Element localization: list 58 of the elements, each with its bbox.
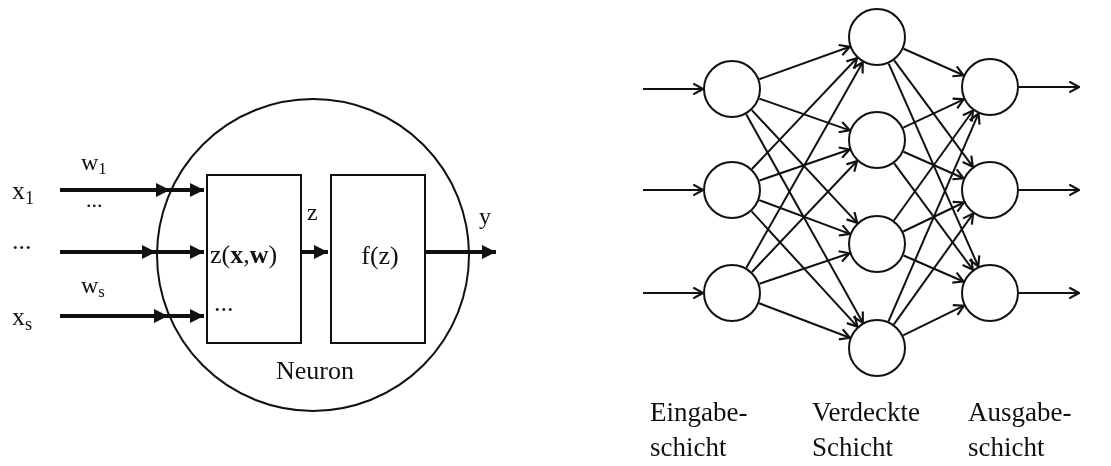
arrow <box>750 159 859 273</box>
arrow <box>902 47 965 78</box>
input-label: ... <box>12 228 32 254</box>
arrow <box>1018 183 1081 197</box>
layer-label: Verdeckte Schicht <box>812 396 921 465</box>
arrow <box>750 56 859 170</box>
arrow <box>892 109 975 222</box>
arrow <box>60 183 204 197</box>
arrow <box>893 162 974 271</box>
arrow <box>758 43 851 81</box>
neuron-circle <box>703 264 761 322</box>
arrow <box>745 113 864 324</box>
neuron-circle <box>961 161 1019 219</box>
arrow <box>758 199 851 237</box>
neuron-circle <box>848 215 906 273</box>
arrow <box>758 97 851 134</box>
process-box <box>206 174 302 344</box>
neuron-circle <box>848 319 906 377</box>
neuron-circle <box>156 98 470 412</box>
arrow <box>745 61 864 269</box>
arrow <box>300 245 328 259</box>
arrow <box>893 59 974 168</box>
arrow <box>902 254 965 284</box>
arrow <box>642 82 705 96</box>
arrow <box>642 286 705 300</box>
ellipsis-text: ... <box>214 290 234 316</box>
arrow <box>902 200 965 233</box>
node-label: Neuron <box>275 358 355 384</box>
neuron-circle <box>703 161 761 219</box>
ellipsis-text: ... <box>86 186 103 214</box>
neuron-circle <box>703 60 761 118</box>
process-box <box>330 174 426 344</box>
arrow <box>758 250 851 285</box>
arrow <box>750 210 859 328</box>
arrow <box>750 109 859 224</box>
input-label: x$_{1}$ <box>12 178 35 207</box>
neuron-circle <box>848 111 906 169</box>
layer-label: Ausgabe- schicht <box>968 396 1073 465</box>
arrow <box>902 97 965 129</box>
arrow <box>424 245 496 259</box>
arrow <box>902 150 965 181</box>
input-label: x$_{s}$ <box>12 304 33 333</box>
arrow <box>60 245 204 259</box>
arrow <box>758 302 851 341</box>
layer-label: Eingabe- schicht <box>650 396 749 465</box>
node-label: z(x,w) <box>210 242 278 268</box>
arrow <box>892 212 975 326</box>
arrow <box>60 309 204 323</box>
node-label: f(z) <box>360 243 400 269</box>
arrow <box>887 62 981 268</box>
arrow <box>642 183 705 197</box>
neuron-circle <box>961 58 1019 116</box>
arrow <box>758 146 851 182</box>
arrow <box>1018 286 1081 300</box>
arrow <box>1018 80 1081 94</box>
neuron-circle <box>848 8 906 66</box>
arrow <box>902 304 965 337</box>
neuron-circle <box>961 264 1019 322</box>
